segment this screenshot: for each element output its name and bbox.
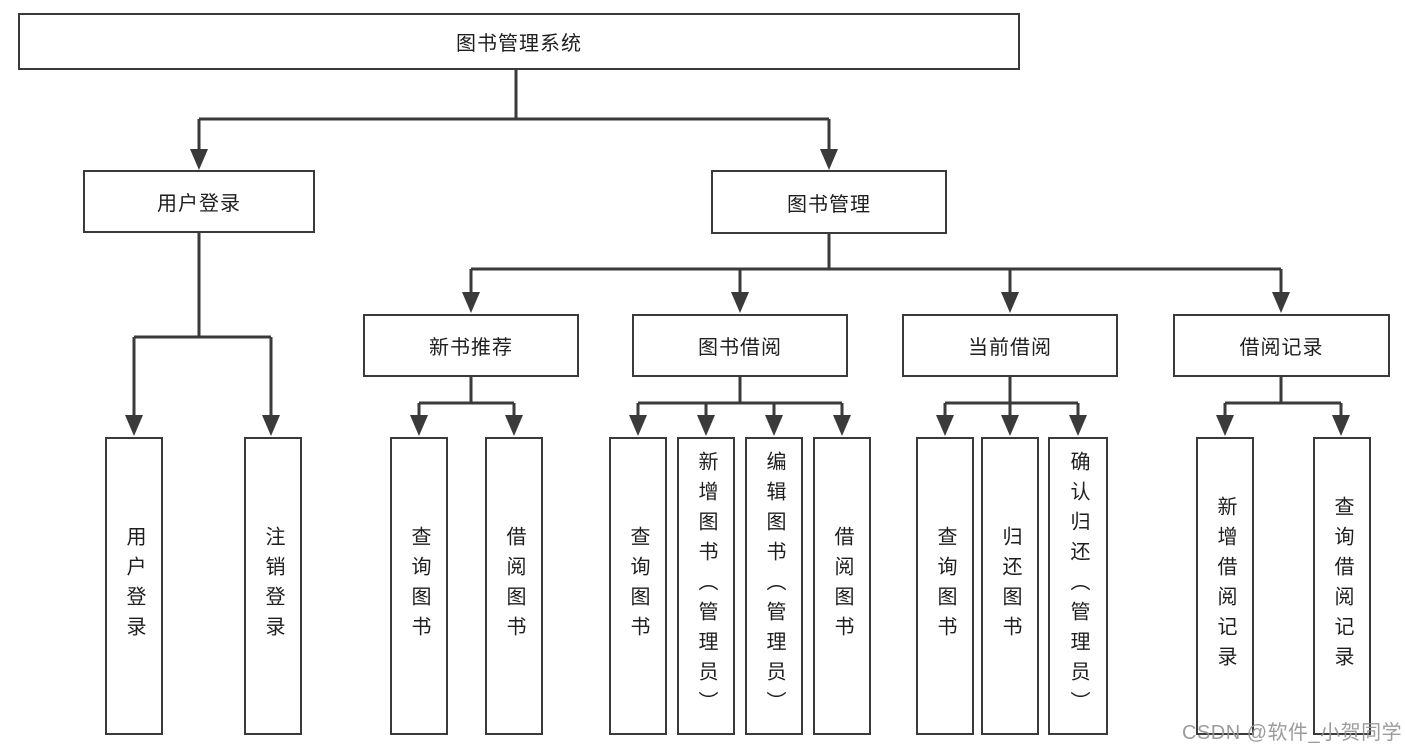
connector-book-management-children (462, 234, 1290, 313)
node-book-management-label: 图书管理 (787, 193, 871, 216)
node-borrowing-records: 借阅记录 (1173, 314, 1390, 377)
node-book-management: 图书管理 (711, 170, 947, 234)
node-borrowing-records-label: 借阅记录 (1239, 337, 1324, 359)
node-new-book-recommend: 新书推荐 (363, 314, 579, 377)
connector-borrow-records-children (1216, 377, 1350, 436)
leaf-add-borrow-record-label: 新增借阅记录 (1214, 496, 1236, 676)
connector-root-to-level2 (190, 70, 838, 170)
leaf-confirm-return-admin: 确认归还（管理员） (1048, 437, 1108, 735)
connector-current-borrow-children (936, 377, 1087, 436)
leaf-edit-books-admin-label: 编辑图书（管理员） (763, 451, 785, 721)
leaf-borrow-books: 借阅图书 (813, 437, 871, 735)
leaf-query-books-borrow: 查询图书 (609, 437, 667, 735)
leaf-user-login: 用户登录 (105, 437, 163, 735)
leaf-query-books-borrow-label: 查询图书 (627, 526, 649, 646)
leaf-user-login-label: 用户登录 (123, 526, 145, 646)
leaf-query-books-current-label: 查询图书 (934, 526, 956, 646)
node-current-borrowing: 当前借阅 (902, 314, 1118, 377)
node-current-borrowing-label: 当前借阅 (968, 337, 1052, 359)
leaf-add-books-admin-label: 新增图书（管理员） (695, 451, 717, 721)
node-user-login-label: 用户登录 (157, 193, 241, 215)
leaf-borrow-books-recommend: 借阅图书 (485, 437, 543, 735)
leaf-edit-books-admin: 编辑图书（管理员） (745, 437, 803, 735)
leaf-query-books-recommend: 查询图书 (390, 437, 448, 735)
leaf-add-borrow-record: 新增借阅记录 (1196, 437, 1254, 735)
leaf-query-borrow-record: 查询借阅记录 (1313, 437, 1371, 735)
leaf-borrow-books-label: 借阅图书 (831, 526, 853, 646)
node-book-borrowing-label: 图书借阅 (698, 337, 782, 359)
leaf-logout-label: 注销登录 (262, 526, 284, 646)
connector-book-borrow-children (629, 377, 851, 436)
connector-new-book-children (410, 377, 523, 436)
node-book-borrowing: 图书借阅 (632, 314, 848, 377)
leaf-logout: 注销登录 (244, 437, 302, 735)
leaf-confirm-return-admin-label: 确认归还（管理员） (1067, 451, 1089, 721)
node-library-system-label: 图书管理系统 (456, 33, 582, 55)
leaf-query-borrow-record-label: 查询借阅记录 (1331, 496, 1353, 676)
watermark: CSDN @软件_小贺同学 (1182, 722, 1403, 744)
node-library-system: 图书管理系统 (18, 13, 1020, 70)
leaf-query-books-recommend-label: 查询图书 (408, 526, 430, 646)
leaf-borrow-books-recommend-label: 借阅图书 (503, 526, 525, 646)
node-new-book-recommend-label: 新书推荐 (429, 337, 513, 359)
node-user-login: 用户登录 (83, 170, 315, 233)
leaf-query-books-current: 查询图书 (916, 437, 974, 735)
connector-user-login-children (125, 233, 280, 436)
leaf-return-books-label: 归还图书 (999, 526, 1021, 646)
leaf-return-books: 归还图书 (981, 437, 1039, 735)
leaf-add-books-admin: 新增图书（管理员） (677, 437, 735, 735)
